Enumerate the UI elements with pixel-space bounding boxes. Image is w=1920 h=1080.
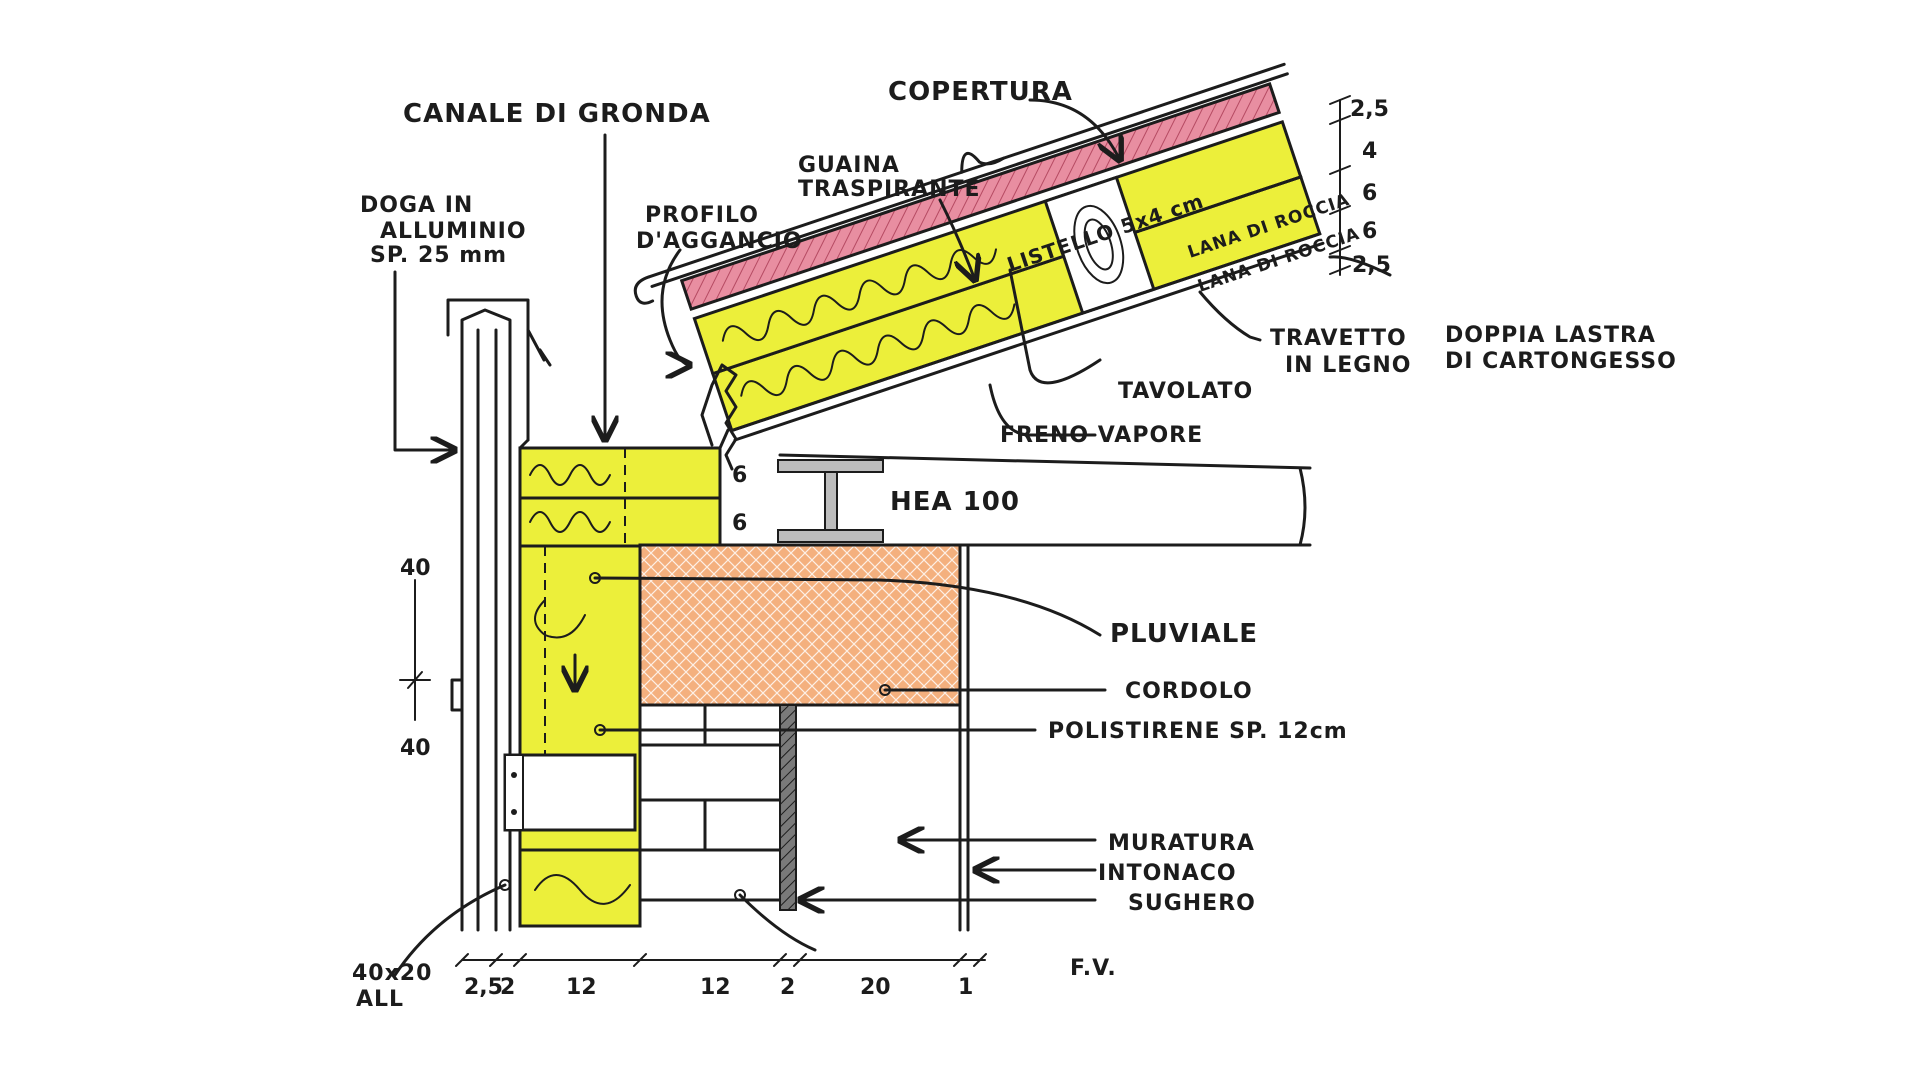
bottom-dims: 2,5 2 12 12 2 20 1 bbox=[455, 953, 987, 1000]
roof-dim-2: 6 bbox=[1362, 181, 1377, 206]
guaina-label-2: TRASPIRANTE bbox=[798, 177, 981, 202]
bottom-dim-3: 12 bbox=[700, 975, 731, 1000]
roof-red-layer bbox=[679, 82, 1282, 312]
doppia-label-2: DI CARTONGESSO bbox=[1445, 349, 1677, 374]
doga-label-3: SP. 25 mm bbox=[370, 243, 507, 268]
canale-label: CANALE DI GRONDA bbox=[403, 99, 711, 129]
polistirene-label: POLISTIRENE SP. 12cm bbox=[1048, 719, 1348, 744]
roof-dims: 2,5 4 6 6 2,5 bbox=[1329, 95, 1391, 278]
profilo-label-2: D'AGGANCIO bbox=[636, 229, 803, 254]
roof-insulation-wave-1 bbox=[740, 303, 1016, 397]
leader-lines bbox=[393, 98, 1392, 977]
bottom-dim-1: 2 bbox=[500, 975, 515, 1000]
roof-dim-1: 4 bbox=[1362, 139, 1377, 164]
all-label-1: 40x20 bbox=[352, 961, 432, 986]
polistirene-column bbox=[503, 544, 642, 928]
intonaco-label: INTONACO bbox=[1098, 861, 1237, 886]
muratura bbox=[638, 543, 970, 932]
bottom-dim-4: 2 bbox=[780, 975, 795, 1000]
doga-label-2: ALLUMINIO bbox=[380, 219, 527, 244]
doppia-label-1: DOPPIA LASTRA bbox=[1445, 323, 1656, 348]
doga-cladding bbox=[446, 298, 552, 932]
copertura-label: COPERTURA bbox=[888, 77, 1073, 107]
doga-label-1: DOGA IN bbox=[360, 193, 473, 218]
muratura-label: MURATURA bbox=[1108, 831, 1255, 856]
travetto-label-1: TRAVETTO bbox=[1270, 326, 1407, 351]
gutter-dim-0: 6 bbox=[732, 463, 747, 488]
bottom-dim-5: 20 bbox=[860, 975, 891, 1000]
tavolato-label: TAVOLATO bbox=[1118, 379, 1253, 404]
all-label-2: ALL bbox=[356, 987, 404, 1012]
travetto-label-2: IN LEGNO bbox=[1285, 353, 1411, 378]
roof-dim-0: 2,5 bbox=[1350, 97, 1389, 122]
bottom-dim-0: 2,5 bbox=[464, 975, 503, 1000]
roof-insulation-top bbox=[692, 119, 1303, 376]
gutter-insulation bbox=[518, 428, 730, 548]
profilo-label-1: PROFILO bbox=[645, 203, 759, 228]
freno-label: FRENO VAPORE bbox=[1000, 423, 1203, 448]
side-dims: 40 40 bbox=[399, 556, 431, 761]
cordolo-block bbox=[638, 543, 962, 707]
guaina-label-1: GUAINA bbox=[798, 153, 900, 178]
hea-label: HEA 100 bbox=[890, 487, 1020, 517]
hea-beam: HEA 100 bbox=[777, 453, 1312, 547]
gutter-dim-1: 6 bbox=[732, 511, 747, 536]
fv-label: F.V. bbox=[1070, 956, 1117, 981]
roof-dim-3: 6 bbox=[1362, 219, 1377, 244]
side-dim-0: 40 bbox=[400, 556, 431, 581]
roof-insulation-wave-2 bbox=[721, 248, 997, 342]
cordolo-label: CORDOLO bbox=[1125, 679, 1253, 704]
sughero-label: SUGHERO bbox=[1128, 891, 1256, 916]
pluviale-label: PLUVIALE bbox=[1110, 619, 1258, 649]
profilo-aggancio bbox=[700, 363, 738, 471]
side-dim-1: 40 bbox=[400, 736, 431, 761]
bottom-dim-6: 1 bbox=[958, 975, 973, 1000]
bottom-dim-2: 12 bbox=[566, 975, 597, 1000]
